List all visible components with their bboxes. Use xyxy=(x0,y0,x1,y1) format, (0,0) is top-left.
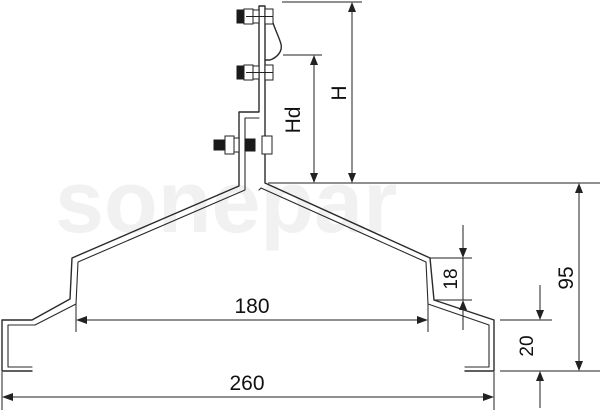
dimension-Hd-label: Hd xyxy=(282,107,305,134)
dimension-260: 260 xyxy=(1,372,495,410)
dimension-18-label: 18 xyxy=(441,268,462,289)
dimension-20-label: 20 xyxy=(517,335,538,356)
bolt-middle xyxy=(236,64,274,81)
watermark-text: sonepar xyxy=(55,152,397,251)
dimension-95: 95 xyxy=(555,183,583,371)
dimension-H-label: H xyxy=(328,85,351,100)
dimension-Hd: Hd xyxy=(282,54,322,183)
dimension-H: H xyxy=(268,1,600,184)
dimension-180: 180 xyxy=(75,295,429,332)
dimension-180-label: 180 xyxy=(234,295,269,318)
dimension-260-label: 260 xyxy=(229,372,264,395)
bracket-outer-profile xyxy=(1,5,495,372)
dimension-18: 18 xyxy=(430,225,472,330)
dimension-20: 20 xyxy=(500,285,600,408)
bolt-lower xyxy=(213,135,273,155)
dimension-95-label: 95 xyxy=(555,266,578,289)
bolt-top xyxy=(236,8,274,25)
